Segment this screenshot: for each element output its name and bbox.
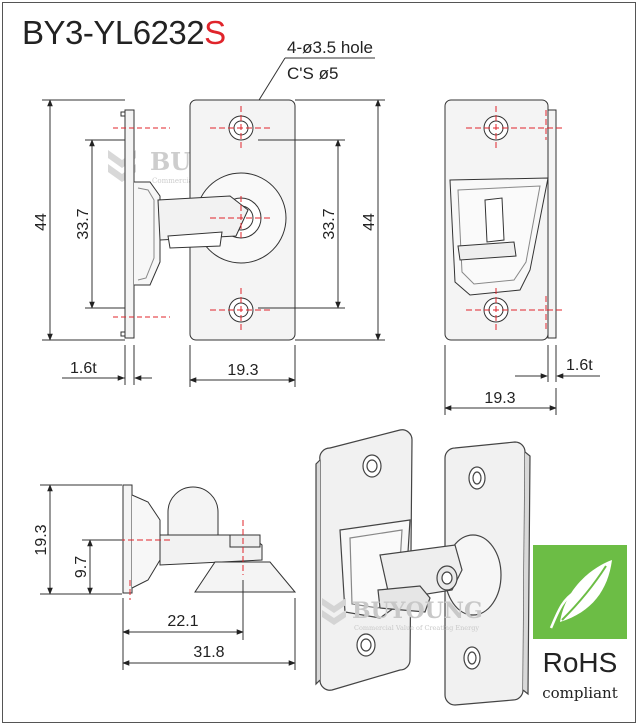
model-title: BY3-YL6232S bbox=[22, 14, 226, 52]
dim-thickness-left-lines bbox=[62, 345, 152, 385]
model-suffix: S bbox=[204, 14, 226, 51]
dim-height-bottom: 19.3 bbox=[33, 524, 50, 555]
dim-length-short: 22.1 bbox=[167, 613, 198, 630]
isometric-view bbox=[315, 429, 531, 706]
dim-bottom-vertical bbox=[40, 484, 122, 595]
dim-thickness-right: 1.6t bbox=[566, 357, 593, 374]
right-view bbox=[444, 99, 557, 341]
right-centerlines bbox=[466, 106, 562, 332]
dim-left-vertical bbox=[42, 99, 125, 341]
front-view bbox=[157, 99, 296, 341]
dim-bottom-horizontal bbox=[122, 580, 296, 670]
hole-callout: 4-ø3.5 hole C'S ø5 bbox=[242, 38, 375, 127]
dim-thickness-left: 1.6t bbox=[70, 360, 97, 377]
front-centerlines bbox=[210, 106, 272, 332]
rohs-compliant: compliant bbox=[542, 684, 617, 702]
dim-overall-height: 44 bbox=[33, 213, 50, 231]
watermark-tagline-bottom: Commercial Value of Creating Energy bbox=[354, 624, 479, 632]
hole-spec: 4-ø3.5 hole bbox=[287, 38, 373, 57]
dim-thickness-right-lines bbox=[515, 345, 600, 382]
dim-width-right: 19.3 bbox=[484, 390, 515, 407]
dim-front-vertical bbox=[258, 99, 385, 341]
rohs-label: RoHS bbox=[543, 647, 618, 678]
dim-overall-height-front: 44 bbox=[361, 213, 378, 231]
watermark-brand-bottom: BUYOUNG bbox=[352, 598, 483, 624]
dim-width-front: 19.3 bbox=[227, 362, 258, 379]
dim-front-width bbox=[189, 345, 296, 387]
bottom-view bbox=[122, 484, 297, 594]
model-number: BY3-YL6232 bbox=[22, 14, 205, 51]
dim-hole-pitch-front: 33.7 bbox=[321, 208, 338, 239]
countersink-spec: C'S ø5 bbox=[287, 64, 338, 83]
dim-length-long: 31.8 bbox=[193, 644, 224, 661]
watermark-bottom: BUYOUNG Commercial Value of Creating Ene… bbox=[322, 598, 483, 632]
dim-offset-bottom: 9.7 bbox=[73, 556, 90, 578]
rohs-badge: RoHS compliant bbox=[533, 545, 627, 702]
dim-right-width bbox=[444, 345, 557, 415]
dim-hole-pitch: 33.7 bbox=[75, 208, 92, 239]
